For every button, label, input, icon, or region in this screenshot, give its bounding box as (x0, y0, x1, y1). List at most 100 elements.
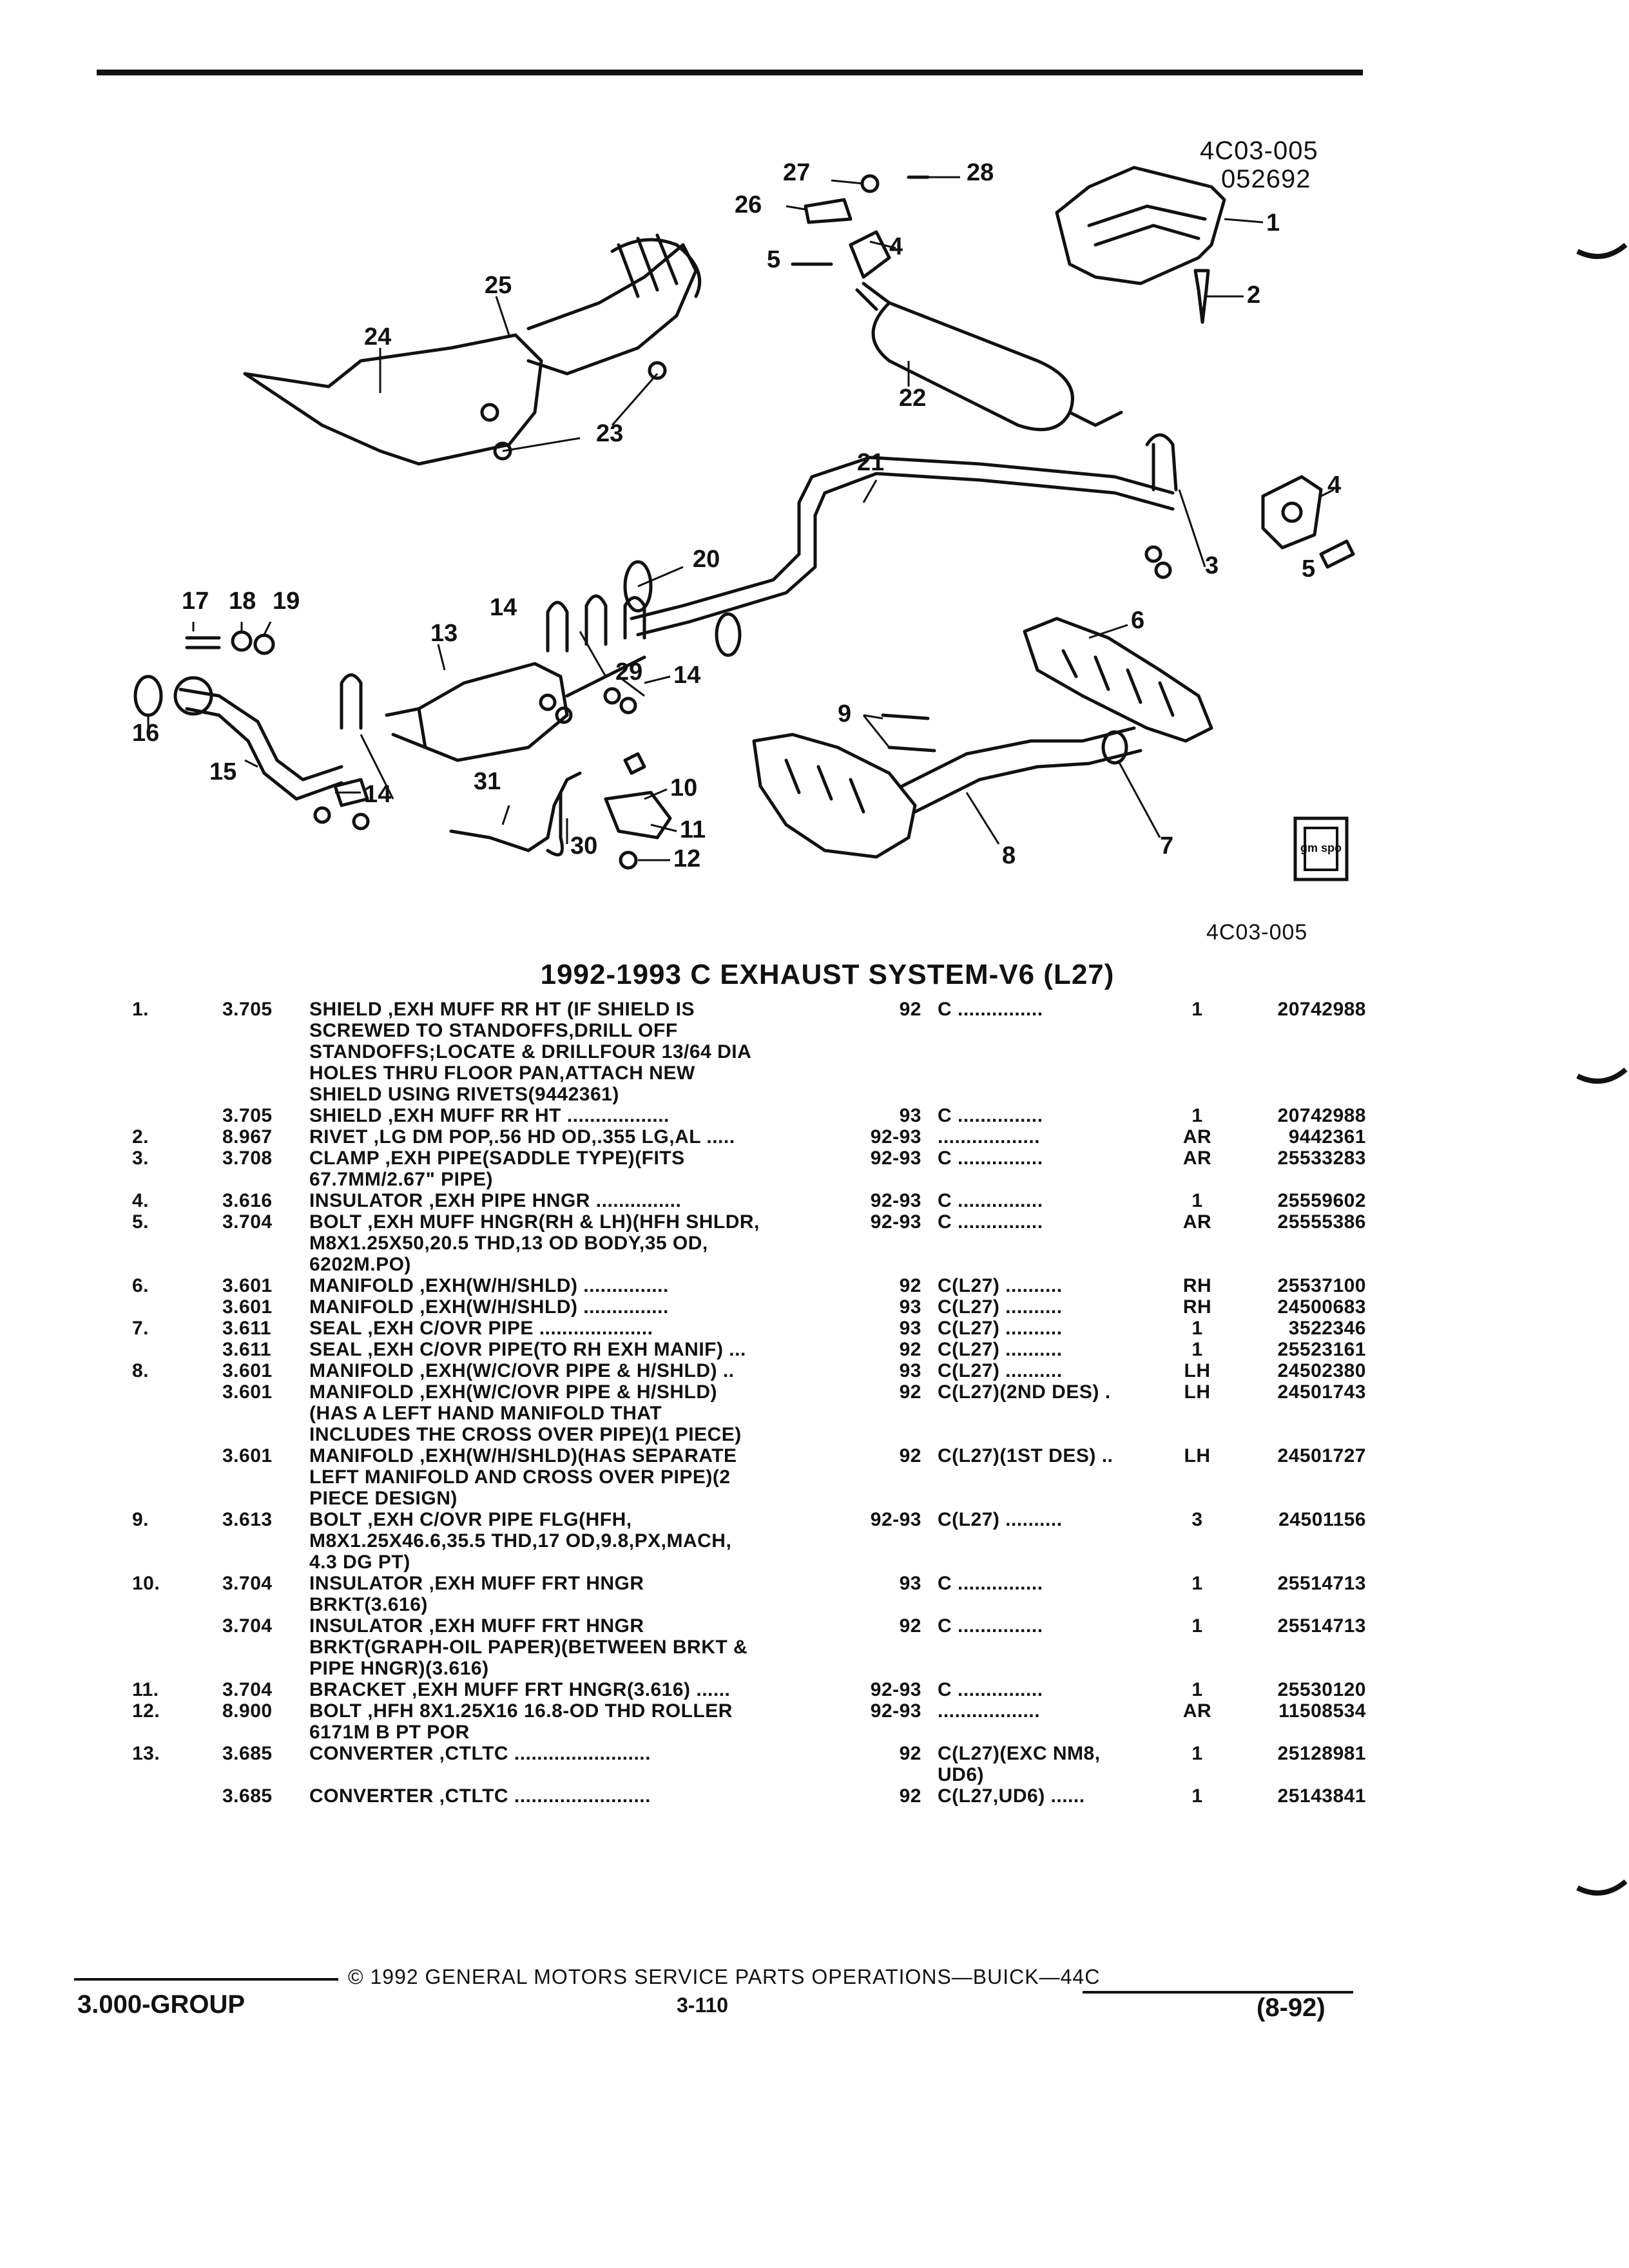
parts-yr-cell: 93 (899, 1296, 921, 1318)
parts-qty-cell: 1 (1191, 1615, 1203, 1637)
parts-qty-cell: 1 (1191, 1318, 1203, 1339)
parts-mod-cell: UD6) (938, 1764, 985, 1785)
callout-6: 6 (1131, 607, 1144, 634)
callout-31: 31 (474, 768, 501, 795)
rivet (1193, 269, 1210, 324)
parts-qty-cell: 1 (1191, 999, 1203, 1020)
parts-mod-cell: C ............... (938, 999, 1043, 1020)
copyright-text: © 1992 GENERAL MOTORS SERVICE PARTS OPER… (348, 1965, 1101, 1988)
parts-qty-cell: RH (1182, 1296, 1212, 1318)
parts-desc-cell: MANIFOLD ,EXH(W/C/OVR PIPE & H/SHLD) (309, 1381, 717, 1403)
parts-pn-cell: 25559602 (1277, 1190, 1366, 1211)
parts-row: (HAS A LEFT HAND MANIFOLD THAT (0, 1403, 1629, 1424)
parts-mod-cell: C(L27) .......... (938, 1296, 1063, 1318)
callout-15: 15 (209, 758, 236, 785)
parts-qty-cell: LH (1184, 1381, 1211, 1403)
parts-no-cell: 5. (132, 1211, 149, 1233)
parts-mod-cell: C ............... (938, 1190, 1043, 1211)
parts-row: M8X1.25X50,20.5 THD,13 OD BODY,35 OD, (0, 1233, 1629, 1254)
revision-date: (8-92) (1257, 1994, 1325, 2022)
parts-row: M8X1.25X46.6,35.5 THD,17 OD,9.8,PX,MACH, (0, 1530, 1629, 1552)
parts-row: PIPE HNGR)(3.616) (0, 1658, 1629, 1679)
parts-grp-cell: 3.611 (222, 1339, 271, 1360)
parts-yr-cell: 93 (899, 1105, 921, 1126)
callout-5b: 5 (1302, 555, 1315, 582)
parts-no-cell: 2. (132, 1126, 149, 1148)
callout-16: 16 (132, 720, 159, 747)
parts-desc-cell: M8X1.25X46.6,35.5 THD,17 OD,9.8,PX,MACH, (309, 1530, 732, 1552)
parts-yr-cell: 92-93 (870, 1190, 921, 1211)
parts-yr-cell: 92 (899, 1381, 921, 1403)
parts-grp-cell: 3.611 (222, 1318, 271, 1339)
callout-28: 28 (967, 159, 994, 186)
parts-mod-cell: C(L27) .......... (938, 1360, 1063, 1381)
callout-3: 3 (1205, 552, 1219, 579)
figure-code-bottom: 4C03-005 (1206, 920, 1308, 945)
parts-desc-cell: BOLT ,EXH MUFF HNGR(RH & LH)(HFH SHLDR, (309, 1211, 760, 1233)
front-heat-shield (243, 333, 543, 466)
parts-desc-cell: INSULATOR ,EXH MUFF FRT HNGR (309, 1615, 644, 1637)
parts-no-cell: 11. (132, 1679, 159, 1700)
parts-desc-cell: SHIELD ,EXH MUFF RR HT .................… (309, 1105, 670, 1126)
parts-grp-cell: 3.601 (222, 1296, 273, 1318)
parts-desc-cell: SCREWED TO STANDOFFS,DRILL OFF (309, 1020, 678, 1041)
parts-row: LEFT MANIFOLD AND CROSS OVER PIPE)(2 (0, 1466, 1629, 1488)
parts-grp-cell: 3.685 (222, 1785, 273, 1807)
callout-11: 11 (680, 816, 706, 843)
figure-code: 4C03-005 (1200, 137, 1318, 165)
parts-desc-cell: CLAMP ,EXH PIPE(SADDLE TYPE)(FITS (309, 1148, 685, 1169)
page-title: 1992-1993 C EXHAUST SYSTEM-V6 (L27) (540, 959, 1115, 990)
parts-desc-cell: LEFT MANIFOLD AND CROSS OVER PIPE)(2 (309, 1466, 731, 1488)
callout-27: 27 (783, 159, 810, 186)
muffler (871, 301, 1074, 432)
parts-mod-cell: C(L27) .......... (938, 1275, 1063, 1296)
parts-qty-cell: 1 (1191, 1785, 1203, 1807)
parts-desc-cell: 67.7MM/2.67" PIPE) (309, 1169, 494, 1190)
parts-yr-cell: 92 (899, 999, 921, 1020)
parts-grp-cell: 3.704 (222, 1615, 273, 1637)
parts-qty-cell: 1 (1191, 1573, 1203, 1594)
parts-yr-cell: 92-93 (870, 1679, 921, 1700)
parts-desc-cell: BOLT ,HFH 8X1.25X16 16.8-OD THD ROLLER (309, 1700, 733, 1722)
parts-row: BRKT(3.616) (0, 1594, 1629, 1615)
parts-pn-cell: 24502380 (1277, 1360, 1366, 1381)
parts-mod-cell: C(L27)(2ND DES) . (938, 1381, 1111, 1403)
parts-mod-cell: C ............... (938, 1105, 1043, 1126)
callout-10: 10 (670, 774, 697, 802)
parts-pn-cell: 24500683 (1277, 1296, 1366, 1318)
parts-grp-cell: 3.601 (222, 1381, 273, 1403)
parts-mod-cell: C ............... (938, 1573, 1043, 1594)
parts-pn-cell: 9442361 (1288, 1126, 1366, 1148)
parts-desc-cell: M8X1.25X50,20.5 THD,13 OD BODY,35 OD, (309, 1233, 708, 1254)
parts-pn-cell: 24501743 (1277, 1381, 1366, 1403)
intermediate-pipe (630, 456, 1175, 620)
parts-desc-cell: BRKT(GRAPH-OIL PAPER)(BETWEEN BRKT & (309, 1637, 748, 1658)
parts-pn-cell: 25523161 (1277, 1339, 1366, 1360)
parts-row: 6171M B PT POR (0, 1722, 1629, 1743)
callout-8: 8 (1002, 842, 1016, 869)
parts-mod-cell: C(L27) .......... (938, 1339, 1063, 1360)
parts-qty-cell: 1 (1191, 1743, 1203, 1764)
oxygen-sensor (449, 771, 582, 852)
parts-pn-cell: 25143841 (1277, 1785, 1366, 1807)
parts-yr-cell: 92-93 (870, 1509, 921, 1530)
parts-grp-cell: 3.613 (222, 1509, 273, 1530)
parts-yr-cell: 93 (899, 1318, 921, 1339)
parts-pn-cell: 25514713 (1277, 1615, 1366, 1637)
callout-14b: 14 (673, 662, 700, 689)
callout-4b: 4 (1327, 472, 1341, 499)
parts-mod-cell: C(L27) .......... (938, 1318, 1063, 1339)
parts-row: 4.3 DG PT) (0, 1552, 1629, 1573)
edge-mark (1576, 1879, 1628, 1896)
parts-no-cell: 6. (132, 1275, 149, 1296)
parts-mod-cell: C ............... (938, 1679, 1043, 1700)
parts-grp-cell: 3.704 (222, 1573, 273, 1594)
parts-grp-cell: 3.705 (222, 999, 273, 1020)
parts-pn-cell: 25537100 (1277, 1275, 1366, 1296)
parts-no-cell: 1. (132, 999, 149, 1020)
parts-desc-cell: MANIFOLD ,EXH(W/H/SHLD)(HAS SEPARATE (309, 1445, 737, 1466)
